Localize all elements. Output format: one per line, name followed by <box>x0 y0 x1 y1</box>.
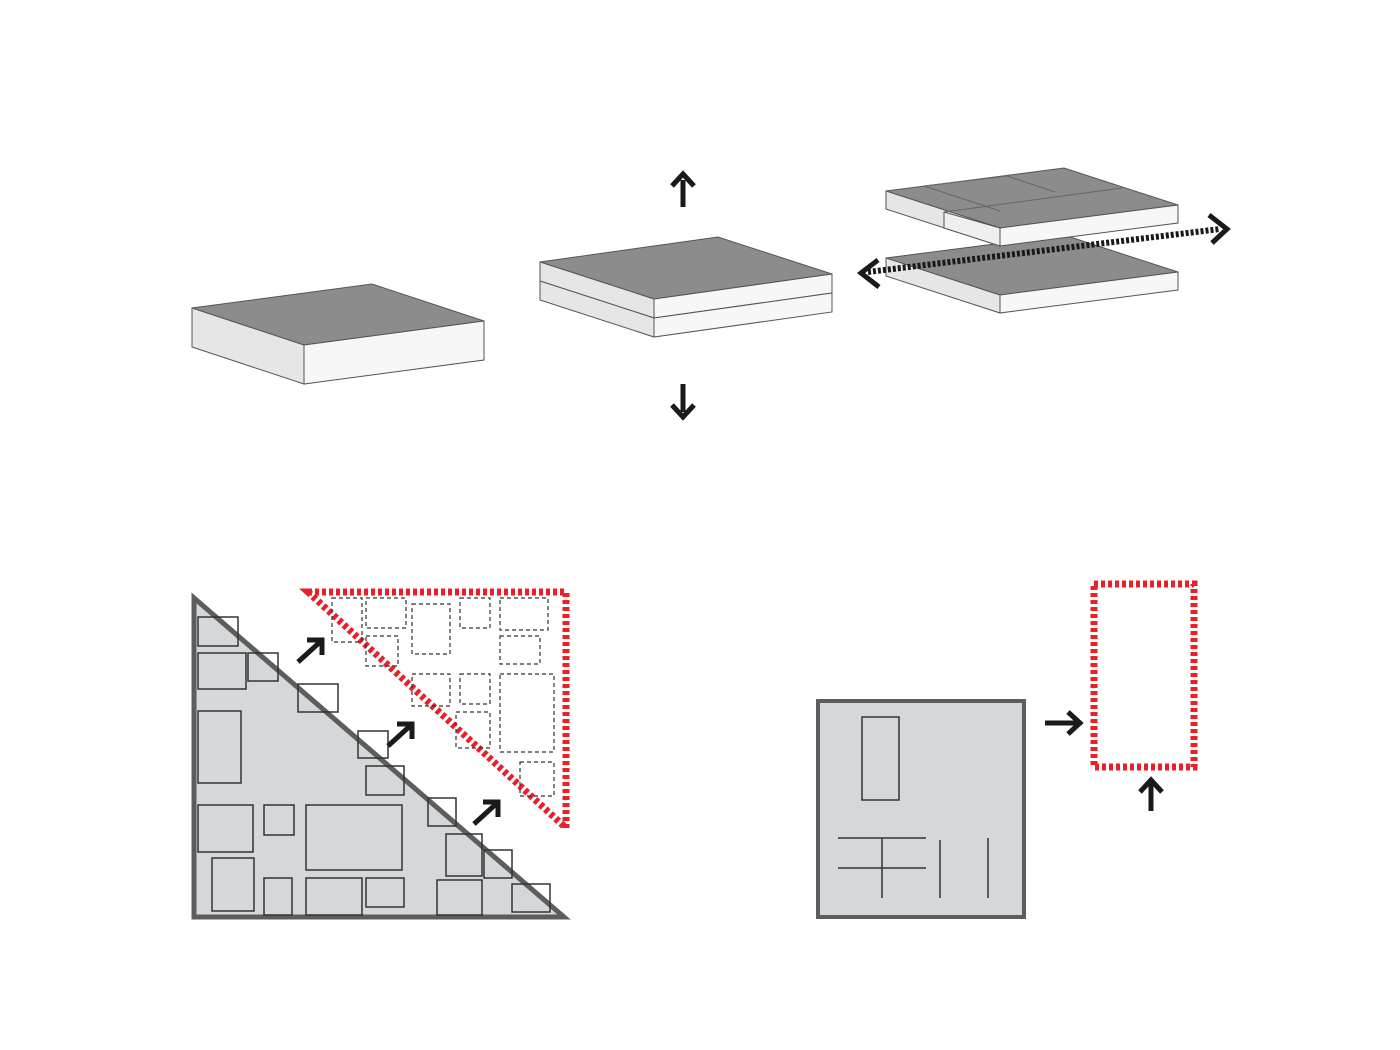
triangle-subtraction <box>191 588 571 920</box>
upper-slab-division <box>943 187 1123 213</box>
slab-front-right-face <box>303 320 485 385</box>
square-plan <box>816 699 1026 919</box>
room-blocks <box>197 616 551 916</box>
extraction-arrows-icon <box>1045 710 1164 811</box>
split-slab-right-lower <box>653 292 833 338</box>
arrow-up-icon <box>670 170 696 207</box>
single-slab <box>191 283 485 385</box>
lower-slab-right <box>999 271 1179 314</box>
upper-slab-division <box>923 185 1001 212</box>
upper-slab-division <box>1006 175 1056 193</box>
shifted-slabs <box>856 167 1231 314</box>
square-extraction <box>816 580 1198 919</box>
subtracted-room-blocks <box>331 597 555 797</box>
extracted-volume <box>1090 580 1198 771</box>
subtracted-triangle <box>298 588 570 836</box>
square-plan-room <box>861 716 900 801</box>
arrow-down-icon <box>670 384 696 421</box>
square-plan-walls <box>838 837 989 898</box>
upper-slab-division <box>923 175 1008 187</box>
horizontal-shift-arrow-icon <box>856 213 1231 289</box>
diagonal-arrows-icon <box>296 637 501 826</box>
split-slab <box>539 170 833 421</box>
upper-slab-sub-block <box>943 211 1001 247</box>
